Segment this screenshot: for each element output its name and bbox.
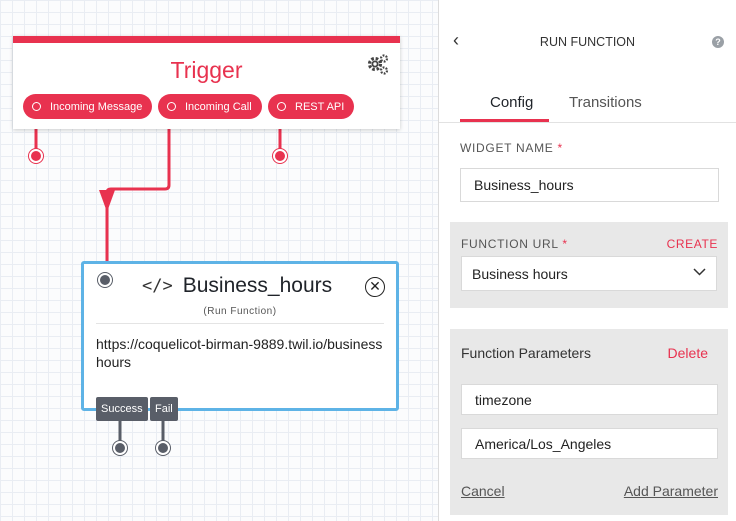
arrow-head-icon [99, 190, 115, 212]
close-icon[interactable]: ✕ [365, 277, 385, 297]
flow-canvas[interactable]: Trigger Incoming Message Incoming Call R… [0, 0, 438, 521]
panel-title: RUN FUNCTION [539, 35, 636, 49]
input-port[interactable] [98, 273, 112, 287]
widget-header: </> Business_hours [142, 274, 332, 298]
output-success[interactable]: Success [96, 397, 148, 421]
gear-icon[interactable] [366, 53, 390, 77]
param-key-input[interactable]: timezone [461, 384, 718, 415]
chevron-left-icon[interactable]: ‹ [453, 30, 459, 50]
param-key-value: timezone [475, 391, 532, 408]
output-incoming-message[interactable]: Incoming Message [23, 94, 153, 119]
widget-title: Business_hours [182, 274, 333, 297]
output-label: Fail [155, 403, 173, 415]
tab-transitions[interactable]: Transitions [569, 94, 642, 111]
widget-name-input[interactable]: Business_hours [460, 168, 719, 202]
output-label: Success [101, 403, 143, 415]
delete-link[interactable]: Delete [667, 345, 708, 361]
active-tab-indicator [460, 119, 549, 122]
widget-name-value: Business_hours [474, 177, 574, 193]
trigger-title: Trigger [170, 57, 243, 83]
trigger-widget[interactable]: Trigger Incoming Message Incoming Call R… [13, 36, 400, 129]
code-icon: </> [142, 276, 173, 296]
rest-api-port[interactable] [273, 149, 287, 163]
param-value-value: America/Los_Angeles [475, 435, 612, 452]
output-label: Incoming Call [185, 100, 252, 113]
chevron-down-icon [693, 268, 706, 276]
function-parameters-section: Function Parameters Delete timezone Amer… [450, 329, 728, 515]
widget-subtitle: (Run Function) [203, 306, 277, 317]
add-parameter-link[interactable]: Add Parameter [623, 483, 718, 499]
widget-name-label: WIDGET NAME * [460, 141, 563, 155]
run-function-widget[interactable]: </> Business_hours ✕ (Run Function) http… [81, 261, 399, 411]
output-label: Incoming Message [50, 100, 143, 113]
output-ring-icon [167, 102, 176, 111]
output-fail[interactable]: Fail [150, 397, 178, 421]
function-url-text: https://coquelicot-birman-9889.twil.io/b… [96, 336, 383, 370]
output-incoming-call[interactable]: Incoming Call [158, 94, 262, 119]
divider [96, 323, 384, 324]
fail-port[interactable] [156, 441, 170, 455]
function-url-select[interactable]: Business hours [461, 256, 717, 291]
param-value-input[interactable]: America/Los_Angeles [461, 428, 718, 459]
panel-header: ‹ RUN FUNCTION ? [439, 0, 736, 72]
function-url-value: Business hours [472, 265, 568, 282]
success-port[interactable] [113, 441, 127, 455]
function-url-section: FUNCTION URL * CREATE Business hours [450, 222, 728, 308]
output-label: REST API [295, 100, 345, 113]
tab-config[interactable]: Config [490, 94, 534, 111]
output-ring-icon [32, 102, 41, 111]
tabs-divider [439, 122, 736, 123]
output-ring-icon [277, 102, 286, 111]
config-panel: ‹ RUN FUNCTION ? Config Transitions WIDG… [438, 0, 736, 521]
incoming-message-port[interactable] [29, 149, 43, 163]
function-url-label: FUNCTION URL * [461, 237, 568, 251]
output-rest-api[interactable]: REST API [268, 94, 355, 119]
cancel-link[interactable]: Cancel [461, 483, 505, 499]
help-icon[interactable]: ? [712, 36, 724, 48]
function-parameters-title: Function Parameters [461, 345, 591, 361]
create-link[interactable]: CREATE [666, 237, 718, 251]
